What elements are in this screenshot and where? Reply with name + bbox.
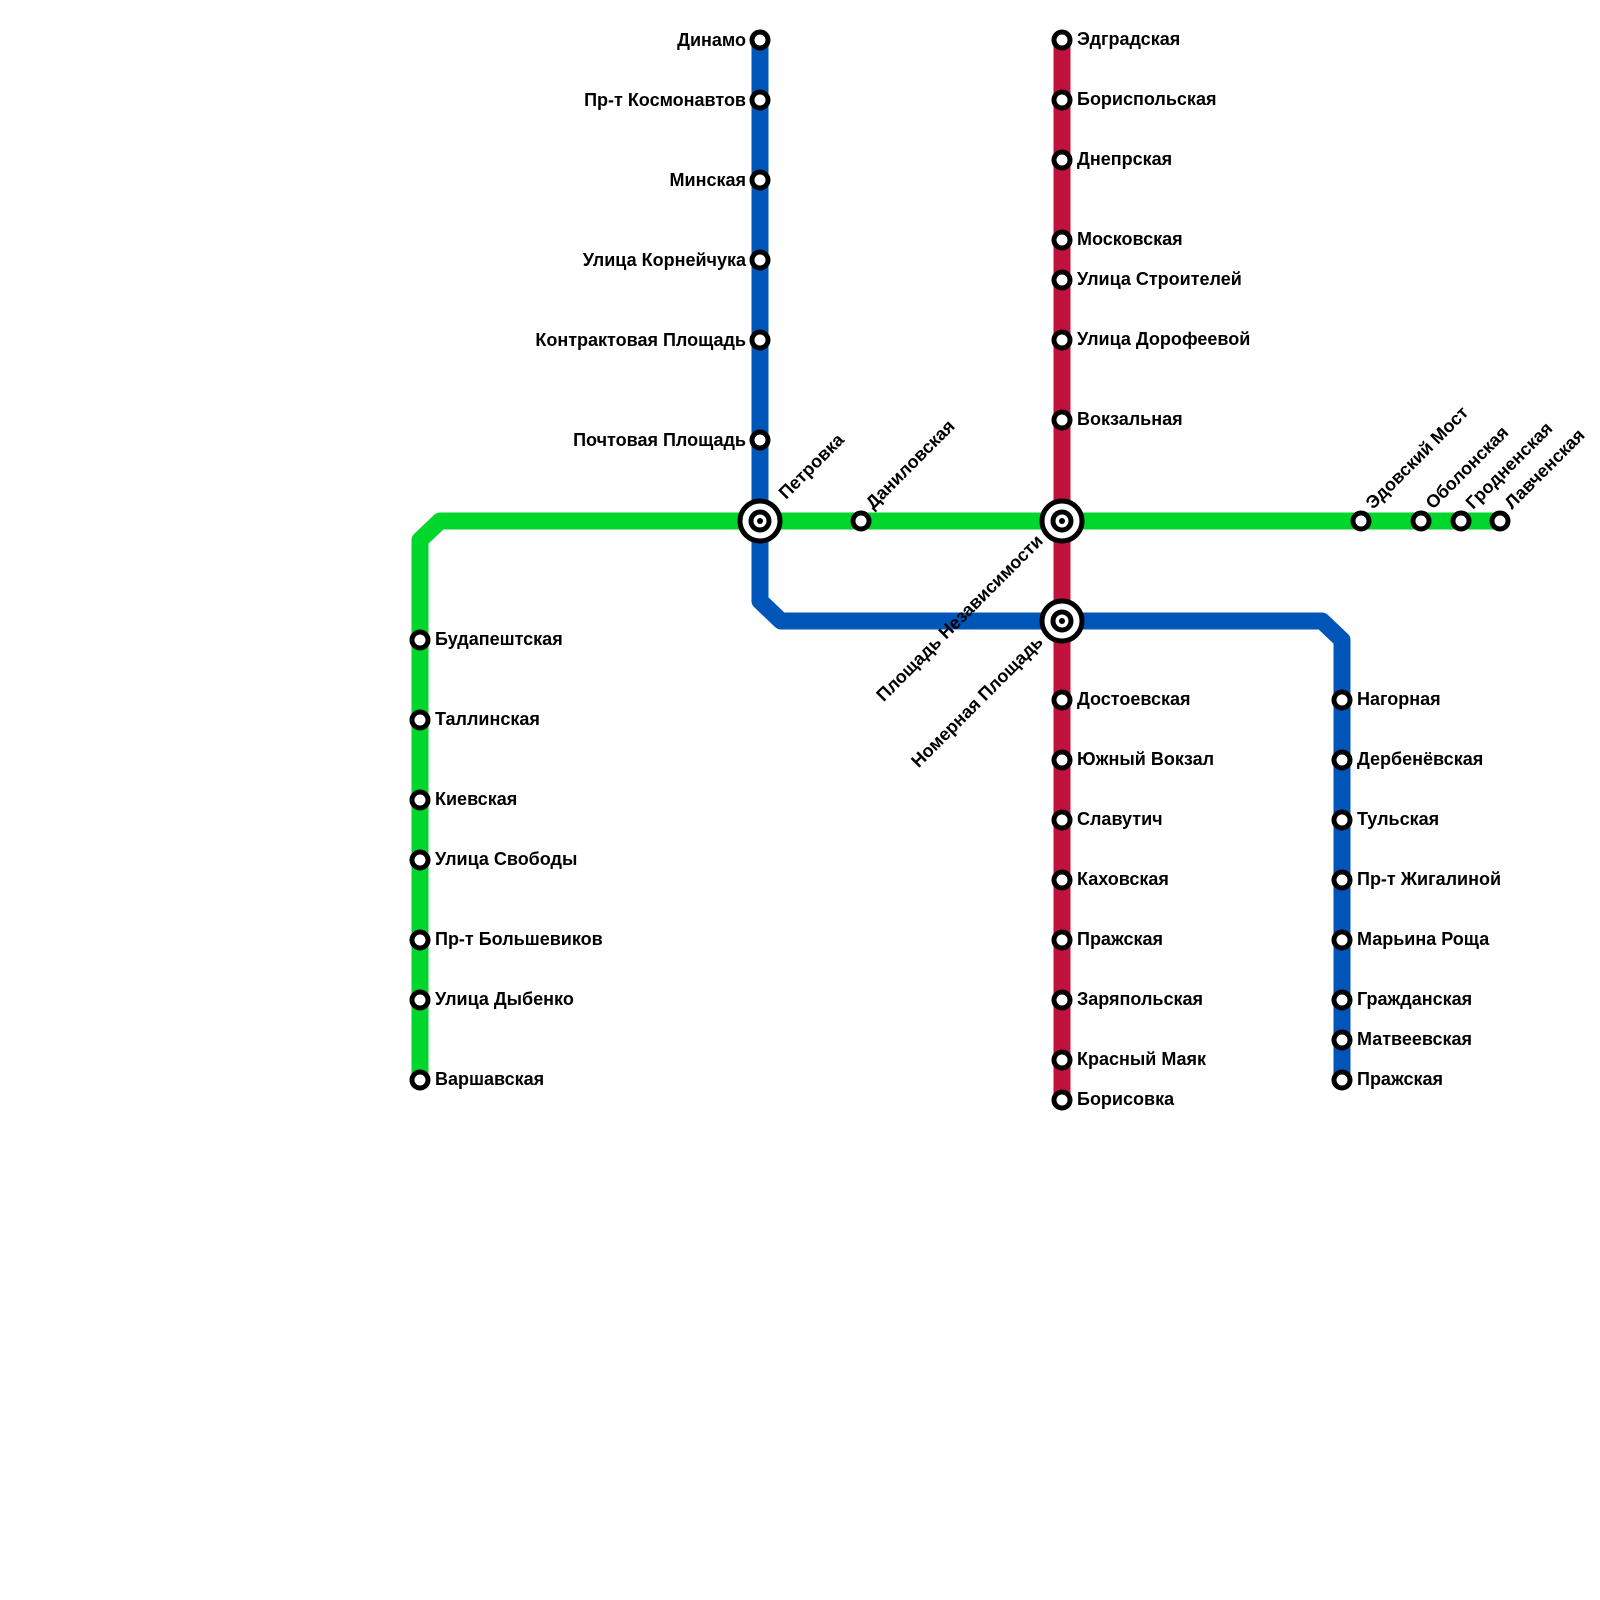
label-minskaya: Минская [670,170,746,190]
station-prazhskaya-red[interactable] [1051,929,1073,951]
station-dostoevskaya[interactable] [1051,689,1073,711]
station-stroiteley[interactable] [1051,269,1073,291]
station-varshavskaya[interactable] [409,1069,431,1091]
station-borispolskaya[interactable] [1051,89,1073,111]
label-krasny-mayak: Красный Маяк [1077,1049,1207,1069]
label-korneychuka: Улица Корнейчука [583,250,747,270]
station-kosmonavtov[interactable] [749,89,771,111]
station-tallinskaya[interactable] [409,709,431,731]
station-budapeshtskaya[interactable] [409,629,431,651]
station-matveevskaya[interactable] [1331,1029,1353,1051]
label-svobody: Улица Свободы [435,849,577,869]
label-bolshevikov: Пр-т Большевиков [435,929,603,949]
station-derbenevskaya[interactable] [1331,749,1353,771]
label-dneprskaya: Днепрская [1077,149,1172,169]
station-korneychuka[interactable] [749,249,771,271]
station-tulskaya[interactable] [1331,809,1353,831]
label-zhigalinoy: Пр-т Жигалиной [1357,869,1501,889]
label-tallinskaya: Таллинская [435,709,540,729]
label-danilovskaya: Даниловская [862,416,959,513]
station-kahovskaya[interactable] [1051,869,1073,891]
station-borisovka[interactable] [1051,1089,1073,1111]
label-kosmonavtov: Пр-т Космонавтов [584,90,746,110]
label-yuzhny-vokzal: Южный Вокзал [1077,749,1214,769]
label-stroiteley: Улица Строителей [1077,269,1242,289]
station-labels: Динамо Пр-т Космонавтов Минская Улица Ко… [435,29,1589,1109]
station-obolonskaya[interactable] [1410,510,1432,532]
station-kievskaya[interactable] [409,789,431,811]
interchange-petrovka[interactable] [737,498,783,544]
label-edgradskaya: Эдградская [1077,29,1180,49]
station-danilovskaya[interactable] [850,510,872,532]
station-krasny-mayak[interactable] [1051,1049,1073,1071]
label-petrovka: Петровка [775,429,849,503]
station-moskovskaya[interactable] [1051,229,1073,251]
label-tulskaya: Тульская [1357,809,1439,829]
label-zaryapolskaya: Заряпольская [1077,989,1203,1009]
label-kievskaya: Киевская [435,789,517,809]
label-moskovskaya: Московская [1077,229,1183,249]
label-kahovskaya: Каховская [1077,869,1169,889]
label-vokzalnaya: Вокзальная [1077,409,1183,429]
label-dinamo: Динамо [677,30,746,50]
label-kontraktovaya: Контрактовая Площадь [535,330,746,350]
station-edgradskaya[interactable] [1051,29,1073,51]
stations [409,29,1511,1111]
station-edovsky-most[interactable] [1350,510,1372,532]
station-vokzalnaya[interactable] [1051,409,1073,431]
label-borisovka: Борисовка [1077,1089,1175,1109]
label-prazhskaya-blue: Пражская [1357,1069,1443,1089]
label-marina-roshcha: Марьина Роща [1357,929,1490,949]
station-grazhdanskaya[interactable] [1331,989,1353,1011]
station-pochtovaya[interactable] [749,429,771,451]
station-dorofeevoy[interactable] [1051,329,1073,351]
station-slavutich[interactable] [1051,809,1073,831]
label-dorofeevoy: Улица Дорофеевой [1077,329,1250,349]
station-grodnenskaya[interactable] [1450,510,1472,532]
station-nagornaya[interactable] [1331,689,1353,711]
label-nagornaya: Нагорная [1357,689,1441,709]
station-prazhskaya-blue[interactable] [1331,1069,1353,1091]
label-derbenevskaya: Дербенёвская [1357,749,1483,769]
station-yuzhny-vokzal[interactable] [1051,749,1073,771]
station-zaryapolskaya[interactable] [1051,989,1073,1011]
label-dostoevskaya: Достоевская [1077,689,1191,709]
label-matveevskaya: Матвеевская [1357,1029,1472,1049]
label-grazhdanskaya: Гражданская [1357,989,1472,1009]
blue-line [751,31,1351,1089]
station-svobody[interactable] [409,849,431,871]
station-minskaya[interactable] [749,169,771,191]
label-dybenko: Улица Дыбенко [435,989,574,1009]
station-marina-roshcha[interactable] [1331,929,1353,951]
station-dneprskaya[interactable] [1051,149,1073,171]
station-dybenko[interactable] [409,989,431,1011]
green-line [411,512,1509,1091]
interchange-nomernaya[interactable] [1039,598,1085,644]
station-lavchenskaya[interactable] [1489,510,1511,532]
label-budapeshtskaya: Будапештская [435,629,563,649]
station-dinamo[interactable] [749,29,771,51]
interchange-nezavisimosti[interactable] [1039,498,1085,544]
label-varshavskaya: Варшавская [435,1069,544,1089]
station-bolshevikov[interactable] [409,929,431,951]
label-edovsky-most: Эдовский Мост [1362,402,1473,513]
label-borispolskaya: Бориспольская [1077,89,1216,109]
station-zhigalinoy[interactable] [1331,869,1353,891]
label-slavutich: Славутич [1077,809,1163,829]
label-prazhskaya-red: Пражская [1077,929,1163,949]
label-pochtovaya: Почтовая Площадь [573,430,746,450]
station-kontraktovaya[interactable] [749,329,771,351]
